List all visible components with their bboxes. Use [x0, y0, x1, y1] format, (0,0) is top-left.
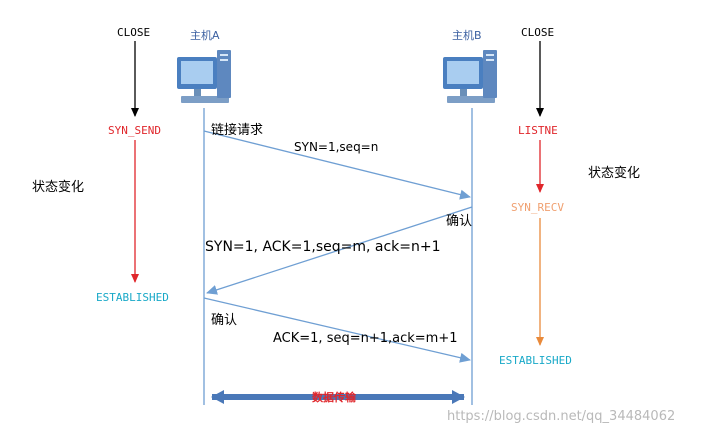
connect-request-label: 链接请求	[211, 122, 263, 138]
right-state-change-label: 状态变化	[588, 165, 640, 181]
state-established-a: ESTABLISHED	[96, 291, 169, 304]
host-a-label: 主机A	[190, 28, 220, 42]
msg2-label: SYN=1, ACK=1,seq=m, ack=n+1	[205, 239, 441, 255]
arrow-msg2-b-to-a	[206, 206, 473, 295]
msg3-label: ACK=1, seq=n+1,ack=m+1	[273, 331, 458, 346]
msg1-label: SYN=1,seq=n	[294, 140, 378, 154]
left-state-change-label: 状态变化	[32, 179, 84, 195]
state-syn-recv: SYN_RECV	[511, 201, 564, 214]
confirm1-label: 确认	[446, 214, 472, 229]
confirm2-label: 确认	[211, 313, 237, 328]
state-syn-send: SYN_SEND	[108, 124, 161, 137]
arrow-msg1-a-to-b	[203, 130, 471, 200]
host-b-label: 主机B	[452, 28, 482, 42]
watermark-text: https://blog.csdn.net/qq_34484062	[447, 409, 675, 424]
host-b-state-close: CLOSE	[521, 26, 554, 39]
state-listne: LISTNE	[518, 124, 558, 137]
computer-icon-host-a	[177, 50, 231, 103]
data-transfer-label: 数据传输	[312, 390, 357, 404]
state-established-b: ESTABLISHED	[499, 354, 572, 367]
computer-icon-host-b	[443, 50, 497, 103]
host-a-state-close: CLOSE	[117, 26, 150, 39]
arrow-msg3-a-to-b	[203, 297, 471, 363]
